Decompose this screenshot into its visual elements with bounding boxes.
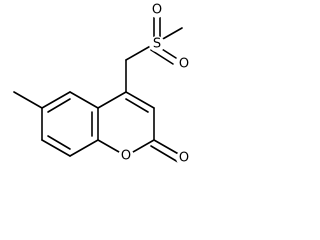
bond-c8-c8a <box>69 139 99 157</box>
bond-c4-c3 <box>125 91 155 109</box>
sulfonyl-oxygen-bottom-label: O <box>179 57 189 72</box>
bond-c5-c6 <box>41 91 71 109</box>
atom-label-layer: O O S O O <box>118 2 192 166</box>
sulfur-label: S <box>153 37 161 52</box>
bond-ch2-s <box>125 43 155 61</box>
ring-oxygen-label: O <box>121 149 131 164</box>
bond-c7-c8-inner <box>47 135 71 150</box>
bond-c4a-c5 <box>69 91 99 109</box>
bond-c5-c6-inner <box>47 98 71 113</box>
bond-s-o-bottom-double <box>150 49 174 65</box>
bond-c4-c3-inner <box>125 98 149 113</box>
bond-c7-c8 <box>41 139 71 157</box>
bond-c2-carbonyl-o-double <box>150 145 179 163</box>
sulfonyl-oxygen-top-label: O <box>152 3 162 18</box>
carbonyl-oxygen-label: O <box>179 151 189 166</box>
chemical-structure-diagram: O O S O O <box>13 2 192 166</box>
bond-c4a-c4 <box>97 91 127 109</box>
bond-c2-carbonyl-o <box>153 139 183 157</box>
bond-c6-methyl <box>13 91 43 109</box>
